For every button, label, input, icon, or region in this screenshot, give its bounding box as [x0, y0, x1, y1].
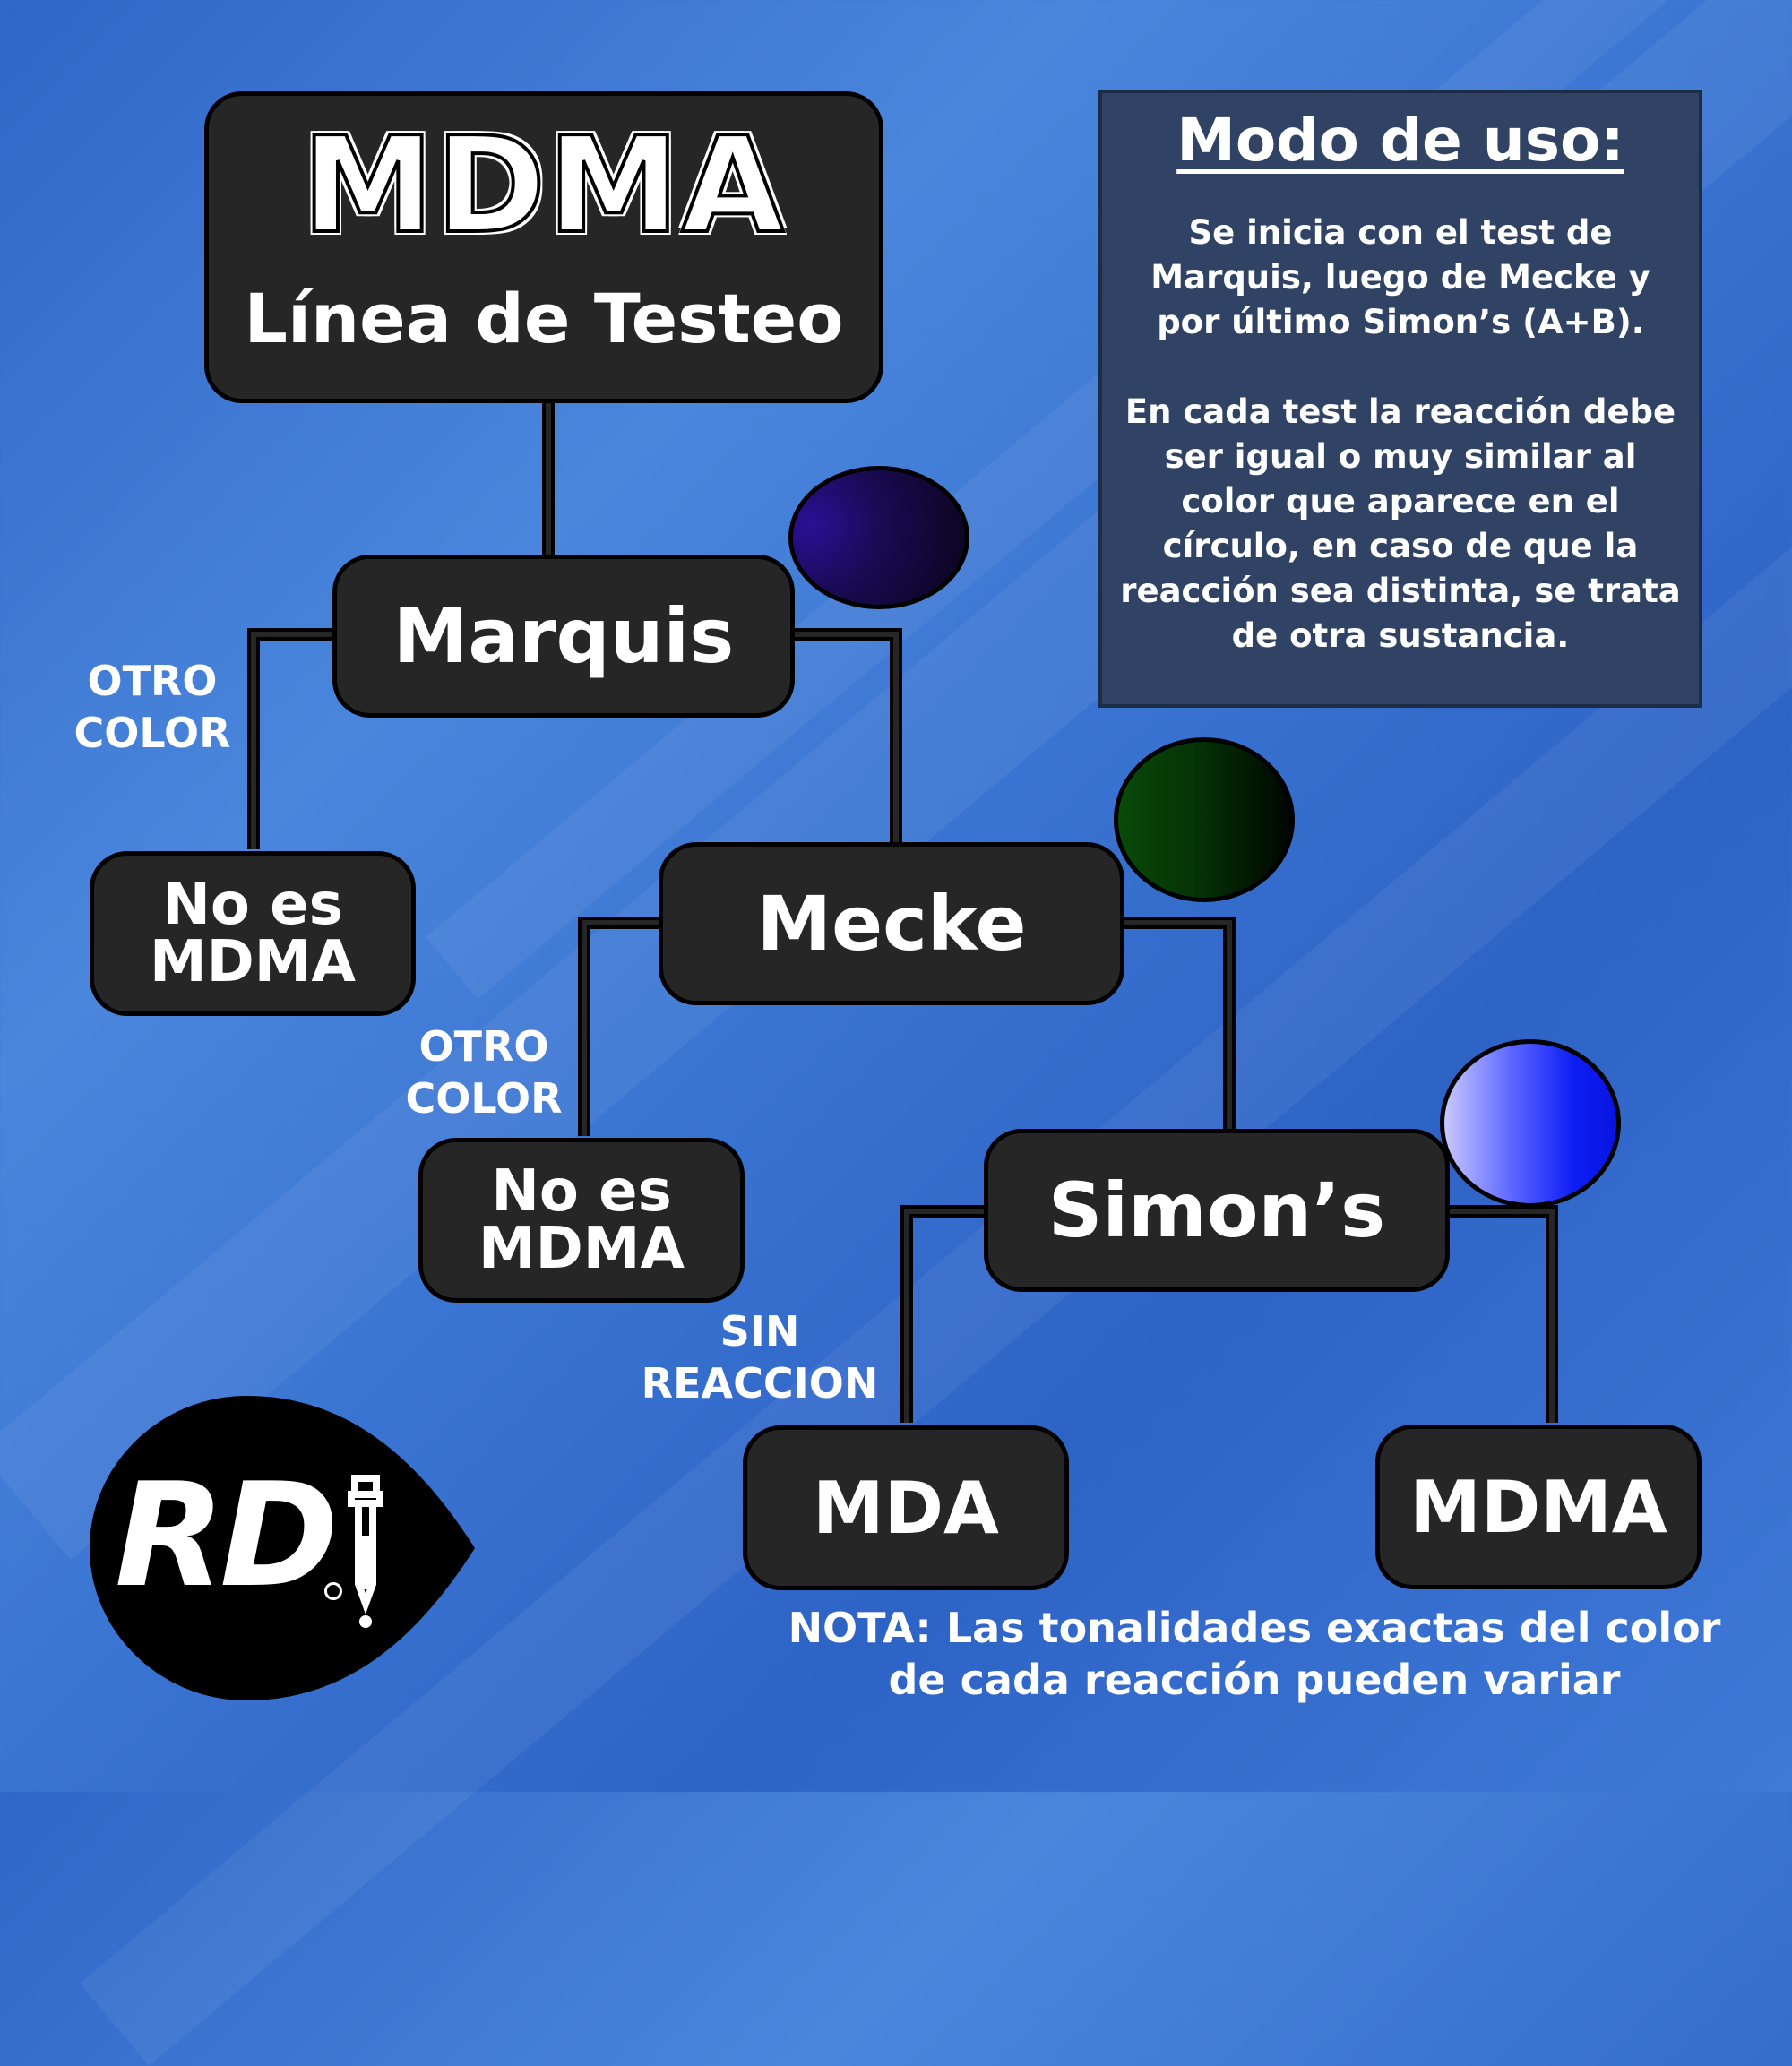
node-no-mdma-2: No es MDMA [418, 1138, 745, 1303]
node-simons: Simon’s [984, 1129, 1450, 1292]
otro-color-label-2: OTRO COLOR [385, 1021, 582, 1124]
usage-heading: Modo de uso: [1176, 106, 1624, 175]
node-no-mdma-1: No es MDMA [90, 851, 416, 1016]
sin-reaccion-line2: REACCION [641, 1358, 879, 1407]
no-mdma-2-line1: No es [491, 1158, 672, 1225]
title-box: MDMA Línea de Testeo [204, 91, 883, 403]
logo-drop-shape [90, 1396, 475, 1700]
connector-mecke-right [1122, 917, 1236, 1133]
node-marquis: Marquis [332, 555, 795, 718]
rd-logo: RD [90, 1396, 484, 1700]
dropper-icon [348, 1475, 383, 1614]
mecke-color-circle [1114, 737, 1295, 902]
registered-mark-icon [324, 1582, 342, 1600]
otro-color-2-line1: OTRO [418, 1022, 549, 1071]
title-main: MDMA [300, 108, 786, 263]
note-text: NOTA: Las tonalidades exactas del color … [753, 1602, 1756, 1706]
node-mecke: Mecke [659, 842, 1124, 1005]
otro-color-label-1: OTRO COLOR [54, 656, 251, 759]
usage-paragraph-1: Se inicia con el test de Marquis, luego … [1150, 213, 1650, 341]
note-line1: NOTA: Las tonalidades exactas del color [788, 1604, 1721, 1652]
connector-lines [247, 401, 1558, 1423]
connector-marquis-right [793, 628, 902, 847]
sin-reaccion-label: SIN REACCION [627, 1306, 892, 1409]
usage-paragraph-2: En cada test la reacción debe ser igual … [1120, 392, 1681, 655]
connector-simons-right [1447, 1205, 1558, 1423]
no-mdma-1-line2: MDMA [149, 929, 357, 995]
connector-mecke-left [578, 917, 663, 1136]
connector-simons-left [900, 1205, 987, 1423]
marquis-color-circle [788, 466, 969, 609]
simons-color-circle [1440, 1039, 1621, 1208]
usage-info-panel: Modo de uso: Se inicia con el test de Ma… [1098, 90, 1702, 708]
node-mda: MDA [743, 1425, 1069, 1590]
no-mdma-1-line1: No es [162, 872, 343, 938]
otro-color-1-line2: COLOR [73, 708, 231, 757]
sin-reaccion-line1: SIN [719, 1307, 800, 1356]
otro-color-1-line1: OTRO [87, 657, 218, 705]
title-sub: Línea de Testeo [244, 278, 844, 358]
note-line2: de cada reacción pueden variar [888, 1656, 1621, 1704]
logo-text: RD [115, 1451, 339, 1619]
node-mdma-result: MDMA [1375, 1425, 1702, 1589]
no-mdma-2-line2: MDMA [478, 1216, 685, 1282]
otro-color-2-line2: COLOR [405, 1073, 563, 1123]
connector-marquis-left [247, 628, 336, 849]
